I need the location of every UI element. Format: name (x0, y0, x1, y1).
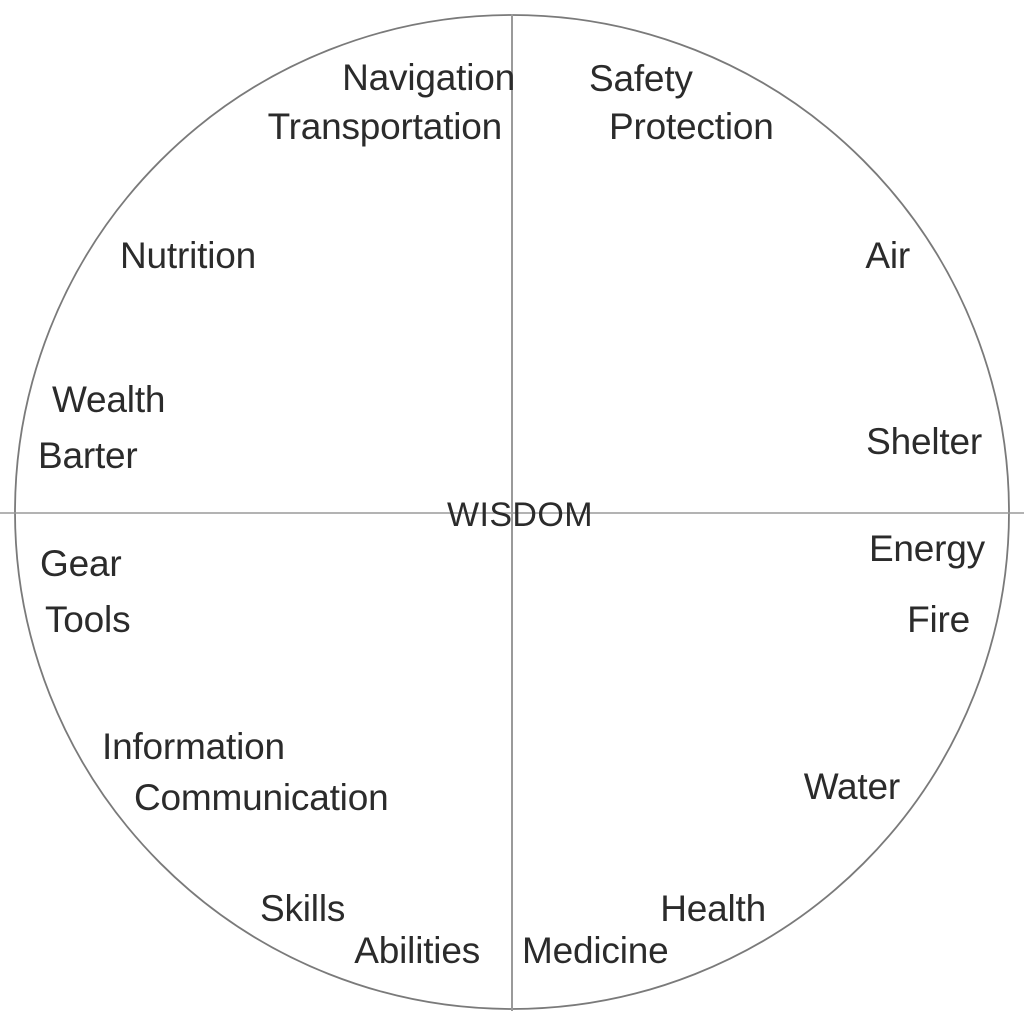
label-transportation: Transportation (267, 106, 503, 147)
label-communication: Communication (134, 777, 389, 818)
label-wealth: Wealth (52, 379, 166, 420)
center-label-wisdom: WISDOM (447, 496, 593, 534)
label-air: Air (865, 235, 910, 276)
label-fire: Fire (907, 599, 970, 640)
label-barter: Barter (38, 435, 138, 476)
label-navigation: Navigation (342, 57, 515, 98)
label-abilities: Abilities (354, 930, 480, 971)
label-nutrition: Nutrition (120, 235, 256, 276)
label-safety: Safety (589, 58, 693, 99)
label-information: Information (102, 726, 285, 767)
label-tools: Tools (45, 599, 131, 640)
label-shelter: Shelter (866, 421, 982, 462)
label-water: Water (803, 766, 901, 807)
label-energy: Energy (868, 528, 985, 569)
label-protection: Protection (609, 106, 774, 147)
label-medicine: Medicine (522, 930, 669, 971)
label-health: Health (660, 888, 766, 929)
label-skills: Skills (260, 888, 346, 929)
label-gear: Gear (40, 543, 122, 584)
